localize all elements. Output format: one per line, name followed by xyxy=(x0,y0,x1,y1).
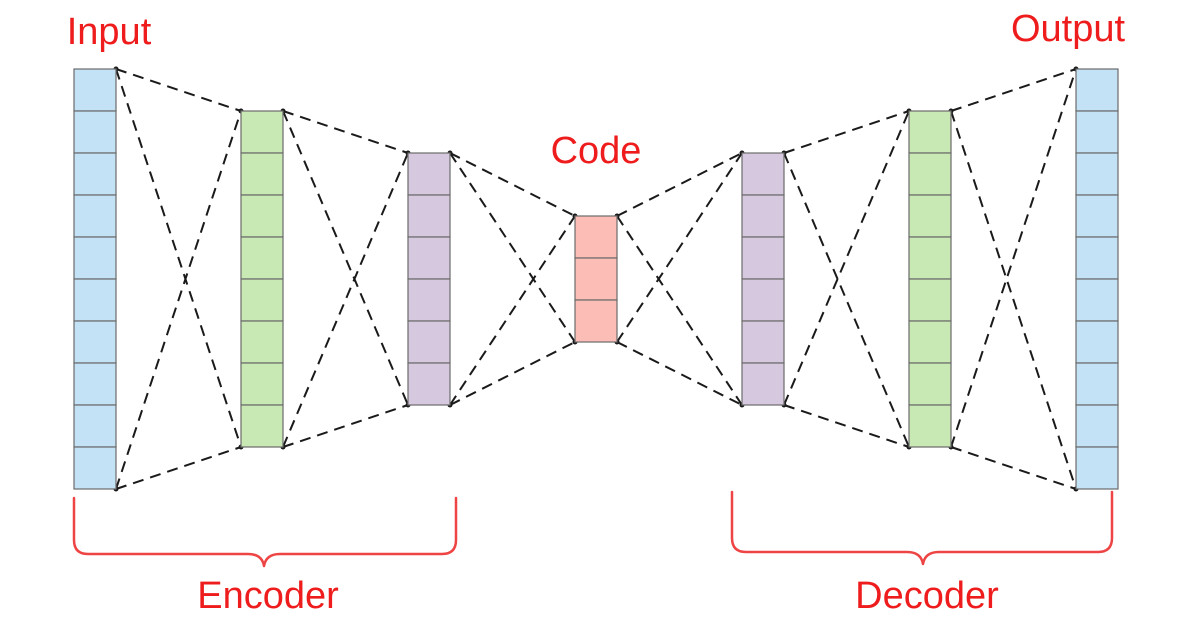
layer-unit xyxy=(240,362,284,406)
layer-unit xyxy=(574,215,618,259)
layer-unit xyxy=(73,446,117,490)
connection-line xyxy=(449,152,576,343)
output-label: Output xyxy=(1011,8,1126,50)
connection-line xyxy=(115,68,242,448)
connection-line xyxy=(449,341,576,406)
layer-unit xyxy=(741,278,785,322)
layer-unit xyxy=(574,257,618,301)
layer-unit xyxy=(240,236,284,280)
connection-line xyxy=(783,110,910,406)
layer-unit xyxy=(73,194,117,238)
layer-unit xyxy=(741,152,785,196)
layer-unit xyxy=(240,194,284,238)
layer-unit xyxy=(1075,110,1119,154)
layer-unit xyxy=(908,194,952,238)
layer-unit xyxy=(1075,68,1119,112)
code-layer xyxy=(574,215,618,343)
connection-line xyxy=(282,404,409,448)
layer-unit xyxy=(240,110,284,154)
layer-unit xyxy=(407,152,451,196)
layer-unit xyxy=(741,194,785,238)
layer-unit xyxy=(240,278,284,322)
connection-line xyxy=(115,110,242,490)
layer-unit xyxy=(73,362,117,406)
connection-line xyxy=(783,404,910,448)
layer-unit xyxy=(73,320,117,364)
layer-unit xyxy=(1075,194,1119,238)
layer-unit xyxy=(908,236,952,280)
connection-line xyxy=(616,341,743,406)
layer-unit xyxy=(908,404,952,448)
encoder-hidden-layer-1 xyxy=(240,110,284,448)
encoder-brace xyxy=(72,496,458,568)
decoder-hidden-layer-1 xyxy=(741,152,785,406)
connection-line xyxy=(950,446,1077,490)
connection-line xyxy=(783,152,910,448)
layer-unit xyxy=(908,110,952,154)
connection-line xyxy=(950,68,1077,112)
layer-unit xyxy=(1075,362,1119,406)
connection-line xyxy=(282,110,409,406)
layer-unit xyxy=(407,194,451,238)
layer-unit xyxy=(1075,320,1119,364)
layer-unit xyxy=(73,404,117,448)
connection-line xyxy=(783,110,910,154)
layer-unit xyxy=(73,236,117,280)
layer-unit xyxy=(73,110,117,154)
layer-unit xyxy=(908,152,952,196)
layer-unit xyxy=(1075,236,1119,280)
connection-line xyxy=(616,152,743,217)
decoder-label: Decoder xyxy=(855,575,999,617)
layer-unit xyxy=(407,362,451,406)
decoder-hidden-layer-2 xyxy=(908,110,952,448)
connection-line xyxy=(115,446,242,490)
connection-line xyxy=(950,110,1077,490)
layer-unit xyxy=(73,152,117,196)
connection-line xyxy=(449,152,576,217)
encoder-hidden-layer-2 xyxy=(407,152,451,406)
output-layer xyxy=(1075,68,1119,490)
connection-line xyxy=(115,68,242,112)
layer-unit xyxy=(1075,446,1119,490)
connection-line xyxy=(950,68,1077,448)
layer-unit xyxy=(908,320,952,364)
layer-unit xyxy=(574,299,618,343)
layer-unit xyxy=(741,320,785,364)
connection-line xyxy=(616,152,743,343)
layer-unit xyxy=(73,68,117,112)
layer-unit xyxy=(1075,152,1119,196)
connection-line xyxy=(282,110,409,154)
code-label: Code xyxy=(551,130,642,172)
decoder-brace xyxy=(730,490,1114,566)
layer-unit xyxy=(908,362,952,406)
layer-unit xyxy=(741,362,785,406)
connection-line xyxy=(616,215,743,406)
input-layer xyxy=(73,68,117,490)
layer-unit xyxy=(1075,278,1119,322)
connection-line xyxy=(282,152,409,448)
layer-unit xyxy=(908,278,952,322)
layer-unit xyxy=(741,236,785,280)
layer-unit xyxy=(407,236,451,280)
layer-unit xyxy=(73,278,117,322)
input-label: Input xyxy=(67,11,152,53)
encoder-label: Encoder xyxy=(197,575,339,617)
connection-line xyxy=(449,215,576,406)
layer-unit xyxy=(407,320,451,364)
layer-unit xyxy=(407,278,451,322)
layer-unit xyxy=(1075,404,1119,448)
layer-unit xyxy=(240,320,284,364)
layers xyxy=(73,68,1119,490)
layer-unit xyxy=(240,404,284,448)
layer-unit xyxy=(240,152,284,196)
